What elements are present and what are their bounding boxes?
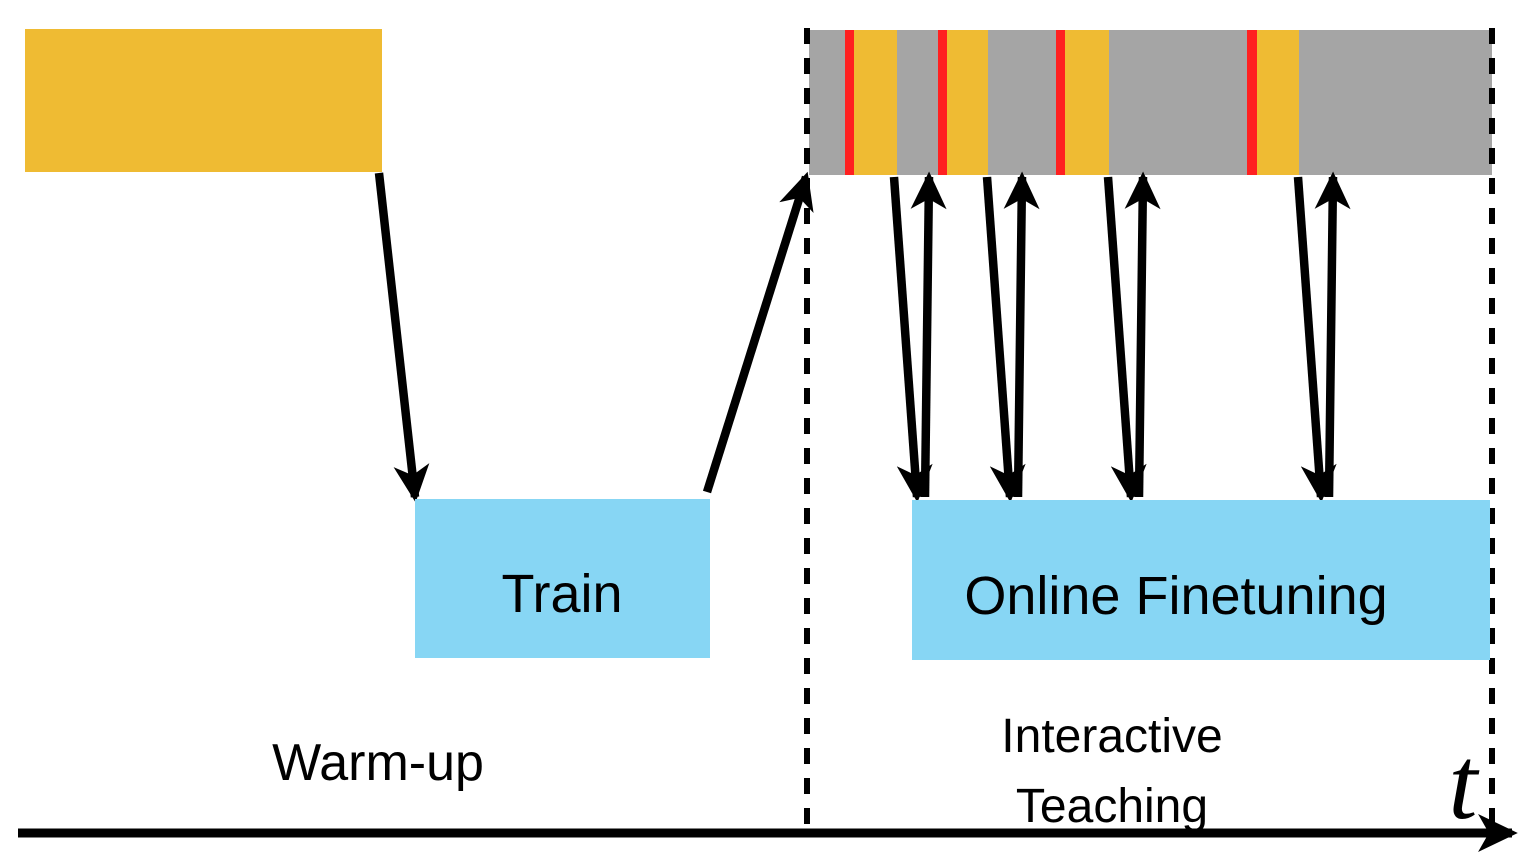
interactive-data-band <box>809 30 1492 175</box>
arrow-band-to-finetune-1 <box>889 176 933 503</box>
arrow-finetune-to-band-2 <box>1003 171 1040 498</box>
arrow-finetune-to-band-4 <box>1314 171 1351 498</box>
time-axis: t <box>18 726 1518 853</box>
arrow-band-to-finetune-2 <box>982 176 1026 503</box>
new-data-segment-5 <box>1065 30 1109 175</box>
interactive-teaching-phase-label-line2: Teaching <box>1016 780 1208 833</box>
arrow-finetune-to-band-1 <box>910 171 947 498</box>
interactive-teaching-phase-label-line1: Interactive <box>1001 710 1222 763</box>
arrow-train-to-teaching <box>702 171 814 494</box>
new-data-segment-7 <box>1257 30 1299 175</box>
online-finetuning-box-group: Online Finetuning <box>912 500 1490 660</box>
correction-marker-2 <box>938 30 947 175</box>
correction-marker-4 <box>1056 30 1065 175</box>
new-data-segment-1 <box>854 30 897 175</box>
time-axis-variable-label: t <box>1449 726 1480 841</box>
arrow-warmup-data-to-train <box>374 172 430 503</box>
warmup-phase-label: Warm-up <box>272 734 484 792</box>
train-box <box>415 499 710 658</box>
interactive-band-base <box>809 30 1492 175</box>
arrow-band-to-finetune-4 <box>1293 176 1337 503</box>
interactive-band-segments <box>845 30 1299 175</box>
new-data-segment-3 <box>947 30 988 175</box>
warmup-data-block <box>25 29 382 172</box>
train-box-label: Train <box>501 564 622 624</box>
arrow-band-to-finetune-3 <box>1103 176 1147 503</box>
correction-marker-6 <box>1247 30 1257 175</box>
flow-arrow-group <box>374 171 1351 503</box>
online-finetuning-box-label: Online Finetuning <box>964 566 1387 626</box>
phase-divider-group <box>804 28 1495 833</box>
correction-marker-0 <box>845 30 854 175</box>
arrow-finetune-to-band-3 <box>1124 171 1161 498</box>
train-box-group: Train <box>415 499 710 658</box>
online-finetuning-box <box>912 500 1490 660</box>
